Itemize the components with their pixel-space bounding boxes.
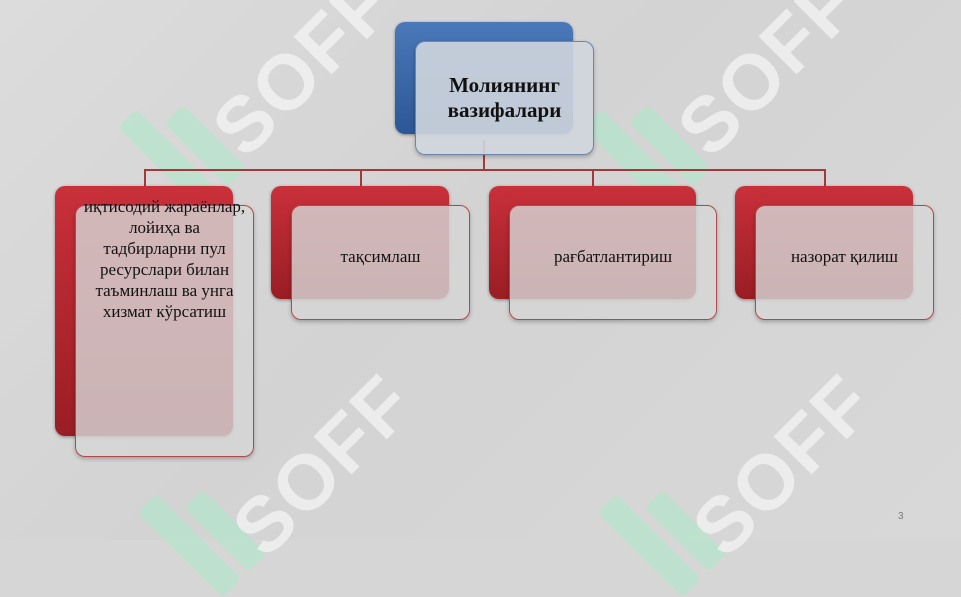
child-node-4: назорат қилиш xyxy=(755,205,934,320)
child-node-1-label: иқтисодий жараёнлар, лойиҳа ва тадбирлар… xyxy=(83,197,246,321)
root-node-label: Молиянинг вазифалари xyxy=(447,73,562,122)
slide-page-number: 3 xyxy=(898,511,904,522)
connector-drop-1 xyxy=(144,169,146,189)
child-node-3: рағбатлантириш xyxy=(509,205,717,320)
root-node: Молиянинг вазифалари xyxy=(415,41,594,155)
child-node-3-label: рағбатлантириш xyxy=(553,247,673,266)
child-node-1: иқтисодий жараёнлар, лойиҳа ва тадбирлар… xyxy=(75,197,254,457)
child-node-2: тақсимлаш xyxy=(291,205,470,320)
connector-horizontal-bar xyxy=(144,169,825,171)
child-node-4-label: назорат қилиш xyxy=(790,247,899,266)
connector-root-stem xyxy=(483,140,485,170)
child-node-2-label: тақсимлаш xyxy=(340,247,421,266)
connector-drop-4 xyxy=(824,169,826,189)
connector-drop-3 xyxy=(592,169,594,189)
connector-drop-2 xyxy=(360,169,362,189)
